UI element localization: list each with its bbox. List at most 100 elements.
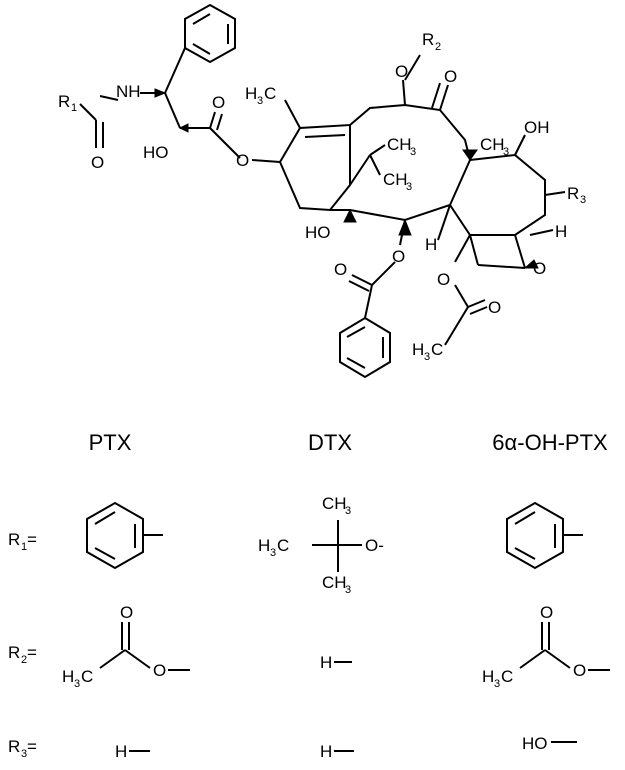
- h3c-top-carbon-label: C: [264, 84, 276, 103]
- svg-text:O: O: [153, 661, 166, 680]
- svg-text:O: O: [444, 67, 457, 86]
- svg-text:O-: O-: [365, 536, 384, 555]
- h3c-top-subscript: 3: [257, 95, 263, 107]
- ptx-r2-h3c-carbon: C: [81, 667, 93, 686]
- svg-text:O: O: [573, 661, 586, 680]
- 6a-oh-ptx-r3-ho-label: HO: [522, 734, 548, 753]
- dtx-r1-oxygen: O-: [365, 536, 384, 555]
- svg-text:H: H: [62, 667, 74, 686]
- 6a-oh-ptx-r2-ester-oxygen: O: [573, 661, 586, 680]
- svg-text:H: H: [258, 536, 270, 555]
- svg-text:CH: CH: [322, 494, 347, 513]
- svg-text:O: O: [334, 260, 347, 279]
- ring-hydroxyl-label: HO: [305, 223, 331, 242]
- svg-text:O: O: [395, 62, 408, 81]
- 6a-oh-ptx-r2-acetyl: O H 3 C O: [482, 603, 610, 690]
- 6a-oh-ptx-r2-h3c-subscript: 3: [494, 678, 500, 690]
- acetyl-h3c-carbon-label: C: [431, 340, 443, 359]
- ptx-r2-h3c-subscript: 3: [74, 678, 80, 690]
- dtx-r1-h3c-carbon: C: [277, 536, 289, 555]
- svg-text:3: 3: [21, 748, 27, 760]
- acetyl-h3c-subscript: 3: [424, 351, 430, 363]
- svg-text:3: 3: [345, 505, 351, 517]
- row-r2-subscript: 2: [21, 654, 27, 666]
- svg-text:R: R: [567, 184, 579, 203]
- svg-text:2: 2: [21, 654, 27, 666]
- dtx-r1-ch3-bottom-subscript: 3: [345, 584, 351, 596]
- ch3-c-label: CH: [383, 170, 408, 189]
- column-header-ptx: PTX: [89, 430, 132, 455]
- svg-text:R: R: [8, 737, 20, 756]
- side-chain-phenyl-ring: [184, 3, 236, 64]
- row-r2-label: R: [8, 643, 20, 662]
- ch3-c-subscript: 3: [406, 181, 412, 193]
- svg-text:3: 3: [257, 95, 263, 107]
- svg-text:H: H: [115, 742, 127, 761]
- svg-text:3: 3: [406, 181, 412, 193]
- amide-oxygen-label: O: [91, 153, 104, 172]
- svg-text:O: O: [533, 259, 546, 278]
- svg-text:CH: CH: [387, 135, 412, 154]
- svg-text:O: O: [120, 603, 133, 622]
- r2-oxygen-label: O: [395, 62, 408, 81]
- svg-text:3: 3: [503, 146, 509, 158]
- svg-text:C: C: [431, 340, 443, 359]
- side-chain-hydroxyl-label: HO: [143, 143, 169, 162]
- ptx-r2-carbonyl-oxygen: O: [120, 603, 133, 622]
- svg-text:3: 3: [345, 584, 351, 596]
- hydroxyl-top-label: OH: [524, 118, 550, 137]
- row-r2-equals: =: [27, 643, 37, 662]
- svg-text:1: 1: [71, 102, 77, 114]
- nh-label: NH: [116, 82, 141, 101]
- svg-text:=: =: [27, 643, 37, 662]
- dtx-r2-h-label: H: [320, 653, 332, 672]
- ch3-a-subscript: 3: [503, 146, 509, 158]
- svg-text:H: H: [320, 653, 332, 672]
- acetyl-carbonyl-oxygen-label: O: [488, 298, 501, 317]
- svg-text:R: R: [58, 92, 70, 111]
- benzoate-carbonyl-oxygen-label: O: [334, 260, 347, 279]
- svg-text:NH: NH: [116, 82, 141, 101]
- taxane-core-structure: R 1 NH O HO O O H 3 C O R 2 O CH 3 CH 3 …: [58, 3, 586, 379]
- acetyl-ester-oxygen-label: O: [437, 270, 450, 289]
- benzoate-ester-oxygen-label: O: [392, 247, 405, 266]
- ester-carbonyl-oxygen-label: O: [212, 93, 225, 112]
- svg-text:O: O: [212, 93, 225, 112]
- svg-text:H: H: [482, 667, 494, 686]
- svg-text:H: H: [412, 340, 424, 359]
- r2-label: R: [422, 30, 434, 49]
- r2-subscript: 2: [435, 41, 441, 53]
- ch3-b-label: CH: [387, 135, 412, 154]
- svg-text:R: R: [8, 643, 20, 662]
- svg-text:3: 3: [270, 547, 276, 559]
- acetyl-h3c-label: H: [412, 340, 424, 359]
- svg-text:3: 3: [74, 678, 80, 690]
- svg-text:H: H: [425, 235, 437, 254]
- ester-link-oxygen-label: O: [236, 151, 249, 170]
- svg-text:H: H: [320, 742, 332, 761]
- svg-text:3: 3: [424, 351, 430, 363]
- r1-label: R: [58, 92, 70, 111]
- svg-text:3: 3: [580, 194, 586, 206]
- row-r1-label: R: [8, 530, 20, 549]
- ptx-r2-ester-oxygen: O: [153, 661, 166, 680]
- svg-text:O: O: [236, 151, 249, 170]
- svg-text:H: H: [555, 222, 567, 241]
- svg-text:C: C: [501, 667, 513, 686]
- ring-hydrogen-label: H: [425, 235, 437, 254]
- svg-text:C: C: [81, 667, 93, 686]
- dtx-r1-ch3-top-subscript: 3: [345, 505, 351, 517]
- r3-label: R: [567, 184, 579, 203]
- ptx-r3-hydrogen: H: [115, 742, 150, 761]
- dtx-r2-hydrogen: H: [320, 653, 352, 672]
- 6a-oh-ptx-r2-carbonyl-oxygen: O: [540, 603, 553, 622]
- row-r3-subscript: 3: [21, 748, 27, 760]
- right-hydrogen-label: H: [555, 222, 567, 241]
- svg-text:2: 2: [435, 41, 441, 53]
- column-header-6a-oh-ptx: 6α-OH-PTX: [492, 430, 608, 455]
- row-r1-equals: =: [27, 530, 37, 549]
- dtx-r1-tert-butoxy: CH 3 H 3 C O- CH 3: [258, 494, 384, 596]
- svg-text:1: 1: [21, 541, 27, 553]
- ptx-r1-phenyl: [86, 501, 163, 570]
